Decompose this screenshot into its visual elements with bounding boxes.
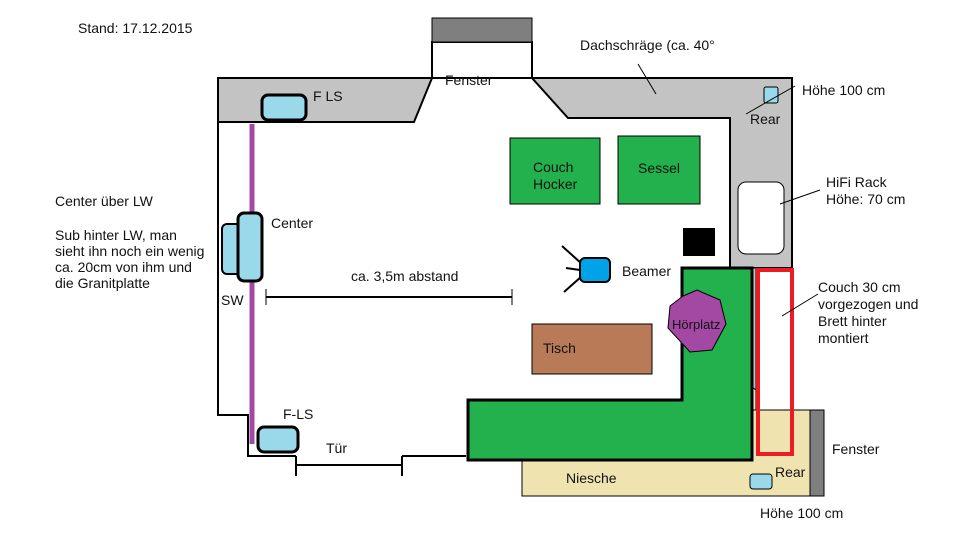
left-note-line: Center über LW <box>55 193 154 209</box>
front-speaker-bottom-label: F-LS <box>283 406 313 422</box>
distance-arrow <box>265 289 513 305</box>
hifi-rack <box>737 181 785 255</box>
front-speaker-left-bottom <box>256 425 300 454</box>
armchair-label: Sessel <box>638 160 680 176</box>
niche-label: Niesche <box>566 470 617 486</box>
left-note: Center über LW Sub hinter LW, man sieht … <box>55 193 208 291</box>
height-pointer <box>745 85 796 115</box>
left-note-line: Sub hinter LW, man <box>55 227 177 243</box>
couch-highlight <box>756 268 794 456</box>
rear-top-label: Rear <box>750 111 781 127</box>
rear-speaker-bottom <box>749 473 773 490</box>
couch-hocker <box>509 137 601 205</box>
left-note-line: sieht ihn noch ein wenig <box>55 243 204 259</box>
left-note-line: ca. 20cm von ihm und <box>55 259 192 275</box>
top-window-label: Fenster <box>445 72 493 88</box>
date-label: Stand: 17.12.2015 <box>78 20 193 36</box>
rear-speaker-top <box>763 86 779 104</box>
hifi-label-line1: HiFi Rack <box>826 174 888 190</box>
top-window <box>431 17 533 43</box>
listening-position-label: Hörplatz <box>672 317 720 332</box>
rack-pointer <box>779 189 821 205</box>
center-speaker <box>236 211 264 283</box>
couch-hocker-label-line1: Couch <box>533 159 573 175</box>
black-box <box>683 228 715 256</box>
bottom-height-label: Höhe 100 cm <box>760 505 843 521</box>
l-couch <box>466 266 754 462</box>
right-note-line: Brett hinter <box>818 313 887 329</box>
right-note: Couch 30 cm vorgezogen und Brett hinter … <box>818 279 922 346</box>
right-note-line: montiert <box>818 330 869 346</box>
left-wall <box>217 122 296 457</box>
listening-position <box>667 289 727 353</box>
center-label: Center <box>271 215 313 231</box>
slope-label: Dachschräge (ca. 40° <box>580 37 715 53</box>
right-note-line: Couch 30 cm <box>818 279 900 295</box>
rear-bottom-label: Rear <box>775 464 806 480</box>
right-window-label: Fenster <box>832 441 880 457</box>
projector-icon <box>561 245 611 293</box>
distance-label: ca. 3,5m abstand <box>351 268 458 284</box>
projector-label: Beamer <box>622 263 671 279</box>
left-note-line: die Granitplatte <box>55 275 150 291</box>
table <box>531 323 653 375</box>
right-note-line: vorgezogen und <box>818 296 918 312</box>
couch-pointer <box>781 293 819 317</box>
door-label: Tür <box>326 440 347 456</box>
right-window <box>809 409 825 497</box>
couch-hocker-label-line2: Hocker <box>533 176 578 192</box>
subwoofer-label: SW <box>221 292 244 308</box>
front-speaker-left-top <box>260 93 308 122</box>
table-label: Tisch <box>543 340 576 356</box>
slope-pointer <box>637 63 657 95</box>
top-height-label: Höhe 100 cm <box>802 82 885 98</box>
armchair <box>617 135 701 205</box>
front-speaker-top-label: F LS <box>313 88 343 104</box>
hifi-label-line2: Höhe: 70 cm <box>826 191 905 207</box>
